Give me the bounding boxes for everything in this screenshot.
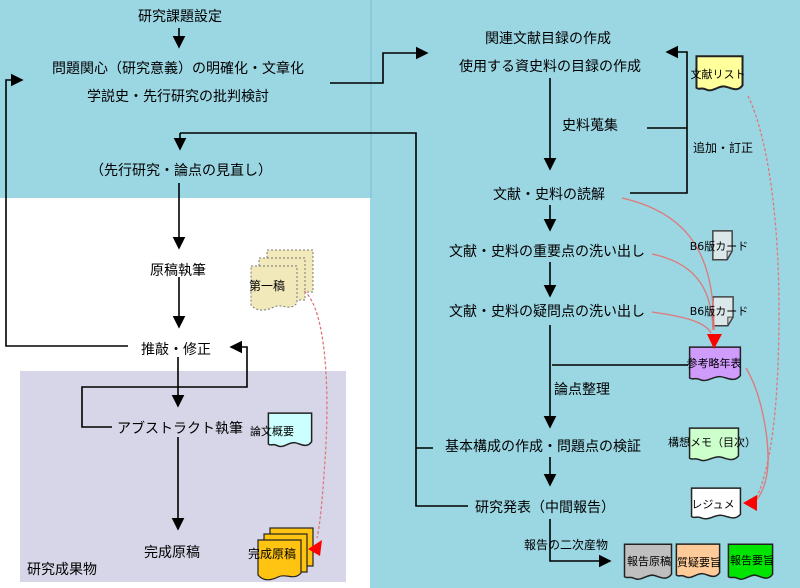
label-daiikko: 第一稿 (248, 279, 286, 293)
node-review-of-prior-research: （先行研究・論点の見直し） (90, 163, 272, 179)
label-ronbun-gaiyo: 論文概要 (250, 425, 294, 438)
step-additions-corrections: 追加・訂正 (692, 141, 754, 155)
note-shitsugi (675, 543, 721, 582)
label-resume: レジュメ (691, 498, 735, 511)
note-nenpyo (688, 346, 742, 385)
note-resume (690, 487, 742, 523)
node-related-bibliography: 関連文献目録の作成 (485, 31, 611, 47)
link-to-bibliography (330, 46, 429, 84)
label-kansei-genko: 完成原稿 (247, 547, 297, 561)
note-hokoku-yoshi (727, 543, 774, 584)
node-manuscript-writing: 原稿執筆 (150, 263, 206, 279)
note-hokoku-genko (623, 543, 673, 584)
label-shitsugi: 質疑要旨 (677, 556, 721, 569)
label-nenpyo: 参考略年表 (686, 357, 742, 370)
node-source-catalog: 使用する資史料の目録の作成 (459, 59, 641, 75)
node-reading-sources: 文献・史料の読解 (493, 187, 605, 203)
node-extract-key-points: 文献・史料の重要点の洗い出し (449, 244, 645, 260)
node-problem-clarification: 問題関心（研究意義）の明確化・文章化 (52, 61, 304, 77)
note-b6-card-2 (712, 296, 734, 327)
red-arrowhead-resume (743, 495, 757, 511)
note-daiikko-stack (250, 249, 316, 315)
label-b6-card-1: B6版カード (689, 240, 749, 253)
label-koso-memo: 構想メモ（目次） (668, 436, 756, 449)
label-bunken-list: 文献リスト (690, 68, 746, 81)
node-research-topic-setting: 研究課題設定 (138, 9, 222, 25)
panel-title-research-outputs: 研究成果物 (27, 562, 97, 578)
label-hokoku-yoshi: 報告要旨 (730, 554, 774, 567)
note-koso-memo (688, 427, 740, 465)
red-chronology-to-resume (745, 367, 769, 503)
step-report-byproducts: 報告の二次産物 (523, 538, 609, 552)
label-b6-card-2: B6版カード (689, 305, 749, 318)
label-hokoku-genko: 報告原稿 (627, 555, 671, 568)
node-presentation: 研究発表（中間報告） (475, 500, 615, 516)
note-kansei-genko-stack (256, 527, 316, 583)
node-final-manuscript: 完成原稿 (144, 545, 200, 561)
node-abstract-writing: アブストラクト執筆 (117, 421, 243, 437)
note-bunken-list (695, 55, 744, 95)
node-basic-structure: 基本構成の作成・問題点の検証 (445, 439, 641, 455)
step-organize-issues: 論点整理 (554, 382, 610, 398)
node-extract-questions: 文献・史料の疑問点の洗い出し (449, 304, 645, 320)
step-source-collection: 史料蒐集 (562, 118, 618, 134)
cyan-panel-divider (370, 0, 372, 198)
node-critical-review: 学説史・先行研究の批判検討 (87, 89, 269, 105)
node-revision: 推敲・修正 (141, 342, 211, 358)
